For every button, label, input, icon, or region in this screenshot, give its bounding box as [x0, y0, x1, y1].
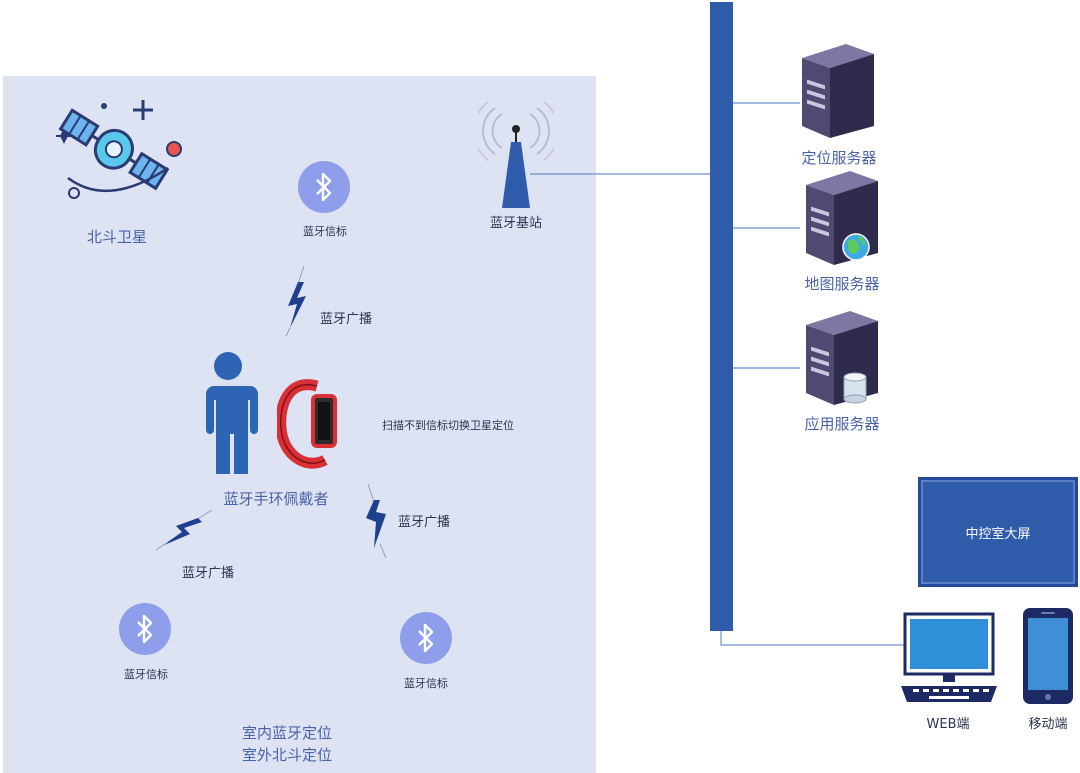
broadcast-label-left: 蓝牙广播: [182, 566, 235, 581]
base-station-label: 蓝牙基站: [489, 216, 543, 231]
server-map-label: 地图服务器: [804, 275, 880, 293]
person-icon: [206, 352, 258, 474]
client-link: [720, 631, 905, 646]
zone-footer-line2: 室外北斗定位: [241, 746, 333, 764]
bluetooth-icon: [418, 623, 434, 653]
network-bus: [710, 2, 733, 631]
bluetooth-icon: [137, 614, 153, 644]
lightning-icon-right: [366, 483, 387, 559]
lightning-icon-top: [285, 265, 306, 336]
switch-note: 扫描不到信标切换卫星定位: [382, 419, 514, 432]
wearer-label: 蓝牙手环佩戴者: [223, 490, 329, 508]
lightning-icon-left: [155, 509, 213, 551]
beacon-bottom-left-label: 蓝牙信标: [124, 668, 168, 681]
beacon-bottom-right: [400, 612, 452, 664]
web-label: WEB端: [926, 717, 970, 732]
control-room-screen-label: 中控室大屏: [965, 526, 1031, 542]
server-icon-app: [806, 311, 878, 405]
beacon-bottom-left: [119, 603, 171, 655]
beacon-top: [298, 161, 350, 213]
mobile-label: 移动端: [1028, 717, 1068, 732]
satellite-icon: [56, 100, 182, 199]
server-location-label: 定位服务器: [801, 149, 877, 167]
antenna-icon: [478, 102, 554, 208]
zone-footer-line1: 室内蓝牙定位: [241, 724, 333, 742]
control-room-screen: 中控室大屏: [918, 477, 1078, 587]
bluetooth-icon: [316, 172, 332, 202]
server-icon-location: [802, 44, 874, 138]
server-app-label: 应用服务器: [804, 415, 880, 433]
beacon-top-label: 蓝牙信标: [303, 225, 347, 238]
server-icon-map: [806, 171, 878, 265]
zone-footer: 室内蓝牙定位 室外北斗定位: [242, 722, 332, 766]
broadcast-label-right: 蓝牙广播: [398, 515, 451, 530]
broadcast-label-top: 蓝牙广播: [320, 312, 373, 327]
satellite-label: 北斗卫星: [86, 228, 148, 246]
beacon-bottom-right-label: 蓝牙信标: [404, 677, 448, 690]
wristband-icon: [277, 379, 337, 469]
mobile-icon: [1023, 608, 1073, 704]
desktop-icon: [901, 612, 997, 702]
